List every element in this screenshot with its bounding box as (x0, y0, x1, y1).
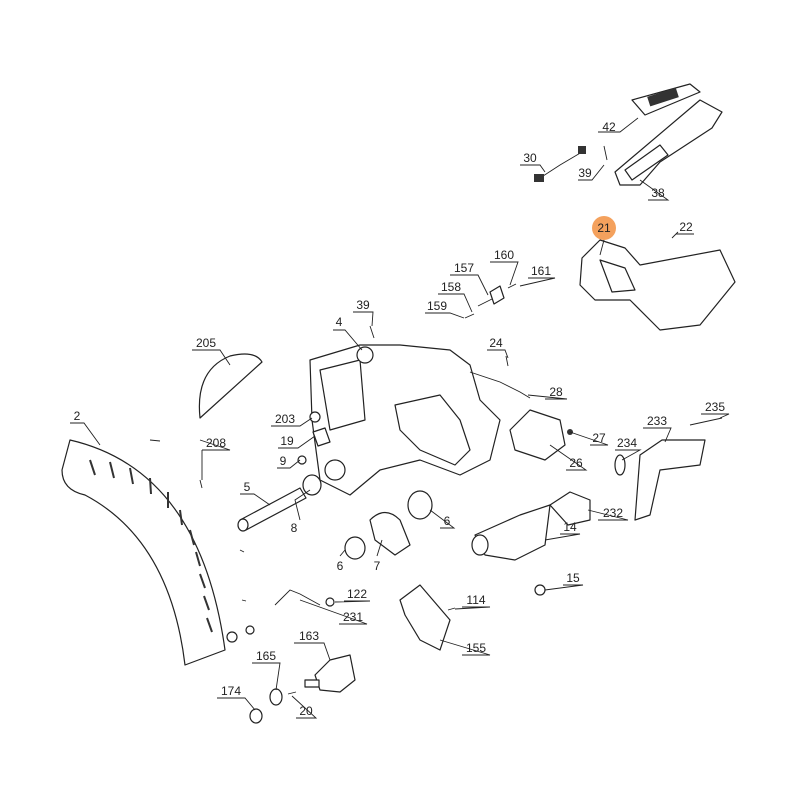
part-label-160[interactable]: 160 (494, 248, 514, 262)
part-labels: 42 30 39 38 21 22 160 157 161 158 159 39… (74, 120, 726, 718)
part-label-14[interactable]: 14 (563, 520, 577, 534)
part-label-157[interactable]: 157 (454, 261, 474, 275)
part-label-174[interactable]: 174 (221, 684, 241, 698)
part-label-158[interactable]: 158 (441, 280, 461, 294)
part-label-233[interactable]: 233 (647, 414, 667, 428)
part-label-30[interactable]: 30 (523, 151, 537, 165)
part-label-155[interactable]: 155 (466, 641, 486, 655)
part-label-163[interactable]: 163 (299, 629, 319, 643)
part-label-7[interactable]: 7 (374, 559, 381, 573)
part-label-26[interactable]: 26 (569, 456, 583, 470)
part-label-24[interactable]: 24 (489, 336, 503, 350)
part-label-235[interactable]: 235 (705, 400, 725, 414)
part-label-39b[interactable]: 39 (356, 298, 370, 312)
part-label-234[interactable]: 234 (617, 436, 637, 450)
part-label-27[interactable]: 27 (592, 431, 606, 445)
part-label-165[interactable]: 165 (256, 649, 276, 663)
part-label-15[interactable]: 15 (566, 571, 580, 585)
part-label-122[interactable]: 122 (347, 587, 367, 601)
part-label-6b[interactable]: 6 (337, 559, 344, 573)
part-label-159[interactable]: 159 (427, 299, 447, 313)
part-label-42[interactable]: 42 (602, 120, 616, 134)
part-label-9[interactable]: 9 (280, 454, 287, 468)
part-label-4[interactable]: 4 (336, 315, 343, 329)
part-label-208[interactable]: 208 (206, 436, 226, 450)
part-label-39[interactable]: 39 (578, 166, 592, 180)
part-label-161[interactable]: 161 (531, 264, 551, 278)
part-label-28[interactable]: 28 (549, 385, 563, 399)
part-label-19[interactable]: 19 (280, 434, 294, 448)
part-label-8[interactable]: 8 (291, 521, 298, 535)
highlight-marker (592, 216, 616, 240)
part-label-38[interactable]: 38 (651, 186, 665, 200)
part-label-231[interactable]: 231 (343, 610, 363, 624)
part-label-203[interactable]: 203 (275, 412, 295, 426)
part-label-2[interactable]: 2 (74, 409, 81, 423)
part-drawings (61, 83, 736, 724)
part-label-205[interactable]: 205 (196, 336, 216, 350)
part-label-5[interactable]: 5 (244, 480, 251, 494)
part-label-6[interactable]: 6 (444, 514, 451, 528)
part-label-232[interactable]: 232 (603, 506, 623, 520)
part-label-114[interactable]: 114 (466, 593, 485, 607)
part-label-21[interactable]: 21 (597, 221, 611, 235)
part-label-20[interactable]: 20 (299, 704, 313, 718)
leader-lines (70, 117, 730, 719)
part-label-22[interactable]: 22 (679, 220, 693, 234)
